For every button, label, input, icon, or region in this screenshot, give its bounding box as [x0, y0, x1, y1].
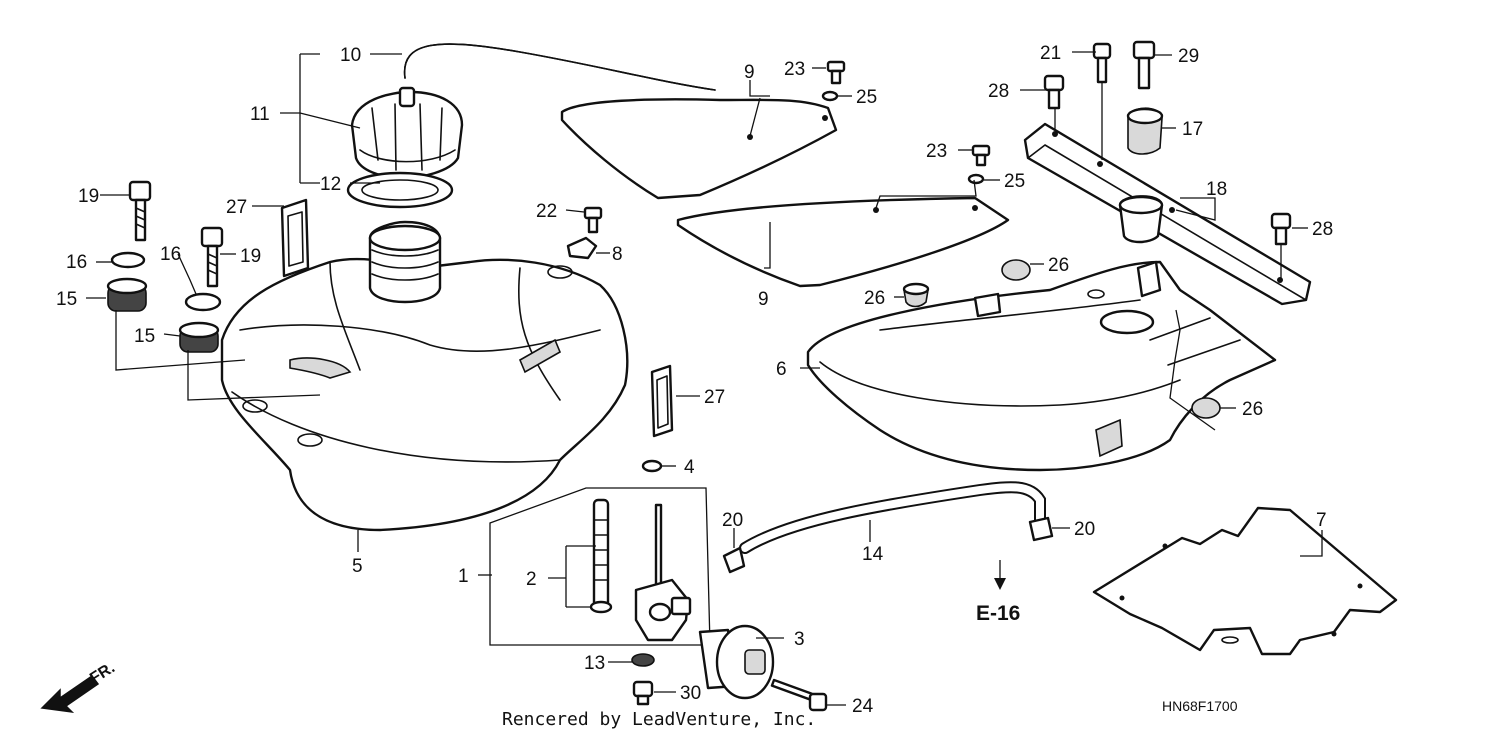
- tank-strap-lower[interactable]: [650, 364, 674, 438]
- callout-28-right: 28: [1312, 219, 1333, 240]
- front-arrow-icon: FR.: [40, 659, 118, 714]
- nut-4[interactable]: [641, 459, 663, 473]
- callout-13: 13: [584, 653, 605, 674]
- fuel-hose[interactable]: [739, 481, 1046, 554]
- valve-cover-3[interactable]: [698, 624, 775, 700]
- callout-2: 2: [526, 569, 537, 590]
- callout-29: 29: [1178, 46, 1199, 67]
- under-cover-6[interactable]: [806, 260, 1277, 472]
- callout-28-left: 28: [988, 81, 1009, 102]
- callout-19-center: 19: [240, 246, 261, 267]
- bolt-30[interactable]: [632, 680, 654, 706]
- callout-8: 8: [612, 244, 623, 265]
- bolt-28-right[interactable]: [1270, 212, 1292, 246]
- callout-23-upper: 23: [784, 59, 805, 80]
- fuel-valve[interactable]: [634, 503, 692, 642]
- callout-30: 30: [680, 683, 701, 704]
- side-cover-upper[interactable]: [560, 98, 838, 200]
- callout-26-mid: 26: [864, 288, 885, 309]
- callout-9-lower: 9: [758, 289, 769, 310]
- callout-19-left: 19: [78, 186, 99, 207]
- screw-22[interactable]: [583, 206, 603, 234]
- fuel-valve-group-outline: [489, 487, 711, 646]
- tank-strap-upper[interactable]: [280, 198, 310, 278]
- callout-3: 3: [794, 629, 805, 650]
- callout-12: 12: [320, 174, 341, 195]
- callout-15-left: 15: [56, 289, 77, 310]
- callout-27-lower: 27: [704, 387, 725, 408]
- callout-11: 11: [250, 104, 270, 125]
- collar-left[interactable]: [110, 251, 146, 269]
- callout-5: 5: [352, 556, 363, 577]
- callout-17: 17: [1182, 119, 1203, 140]
- callout-20-right: 20: [1074, 519, 1095, 540]
- fuel-tank[interactable]: [220, 220, 629, 532]
- tank-bolt-left[interactable]: [128, 180, 152, 242]
- callout-25-upper: 25: [856, 87, 877, 108]
- diagram-code: HN68F1700: [1162, 698, 1238, 714]
- callout-27-upper: 27: [226, 197, 247, 218]
- bolt-21[interactable]: [1092, 42, 1112, 84]
- bolt-24[interactable]: [770, 678, 828, 712]
- render-credit: Rencered by LeadVenture, Inc.: [502, 709, 817, 730]
- tank-bolt-center[interactable]: [200, 226, 224, 288]
- rubber-mount-17[interactable]: [1126, 107, 1164, 155]
- callout-10: 10: [340, 45, 361, 66]
- callout-4: 4: [684, 457, 695, 478]
- hose-clip-20-left[interactable]: [722, 546, 746, 574]
- leader-lines: [86, 51, 1323, 706]
- collar-center[interactable]: [184, 292, 222, 312]
- washer-13[interactable]: [631, 653, 655, 667]
- fuel-strainer[interactable]: [589, 498, 613, 614]
- callout-25-lower: 25: [1004, 171, 1025, 192]
- screw-23-upper[interactable]: [826, 60, 846, 85]
- clip-8[interactable]: [566, 236, 598, 260]
- bolt-29[interactable]: [1132, 40, 1156, 90]
- bracket-18[interactable]: [1023, 122, 1312, 306]
- callout-6: 6: [776, 359, 787, 380]
- reference-e16[interactable]: E-16: [976, 602, 1020, 625]
- callout-7: 7: [1316, 510, 1327, 531]
- callout-21: 21: [1040, 43, 1061, 64]
- callout-26-right: 26: [1242, 399, 1263, 420]
- callout-14: 14: [862, 544, 884, 565]
- callout-26-top: 26: [1048, 255, 1069, 276]
- grommet-left[interactable]: [106, 277, 148, 312]
- bolt-28-left[interactable]: [1043, 74, 1065, 110]
- washer-25-lower[interactable]: [967, 173, 985, 185]
- callout-24: 24: [852, 696, 874, 717]
- floor-plate-7[interactable]: [1092, 506, 1398, 656]
- callout-18: 18: [1206, 179, 1227, 200]
- cap-gasket[interactable]: [346, 171, 454, 209]
- callout-16-center: 16: [160, 244, 181, 265]
- fuel-cap[interactable]: [350, 86, 464, 180]
- callout-labels: 1 2 3 4 5 6 7 8 9 9 10 11 12 13 14 15 15…: [56, 43, 1333, 717]
- grommet-26-top[interactable]: [1001, 259, 1031, 281]
- callout-23-lower: 23: [926, 141, 947, 162]
- callout-1: 1: [458, 566, 469, 587]
- screw-23-lower[interactable]: [971, 144, 991, 167]
- grommet-26-right[interactable]: [1191, 397, 1221, 419]
- washer-25-upper[interactable]: [821, 90, 839, 102]
- callout-16-left: 16: [66, 252, 87, 273]
- callout-9-upper: 9: [744, 62, 755, 83]
- breather-tube[interactable]: [403, 43, 716, 91]
- callout-20-left: 20: [722, 510, 743, 531]
- side-cover-lower[interactable]: [676, 196, 1010, 288]
- callout-22: 22: [536, 201, 557, 222]
- grommet-center[interactable]: [178, 321, 220, 353]
- grommet-26-mid[interactable]: [902, 282, 930, 308]
- hose-clip-20-right[interactable]: [1028, 516, 1054, 542]
- callout-15-center: 15: [134, 326, 155, 347]
